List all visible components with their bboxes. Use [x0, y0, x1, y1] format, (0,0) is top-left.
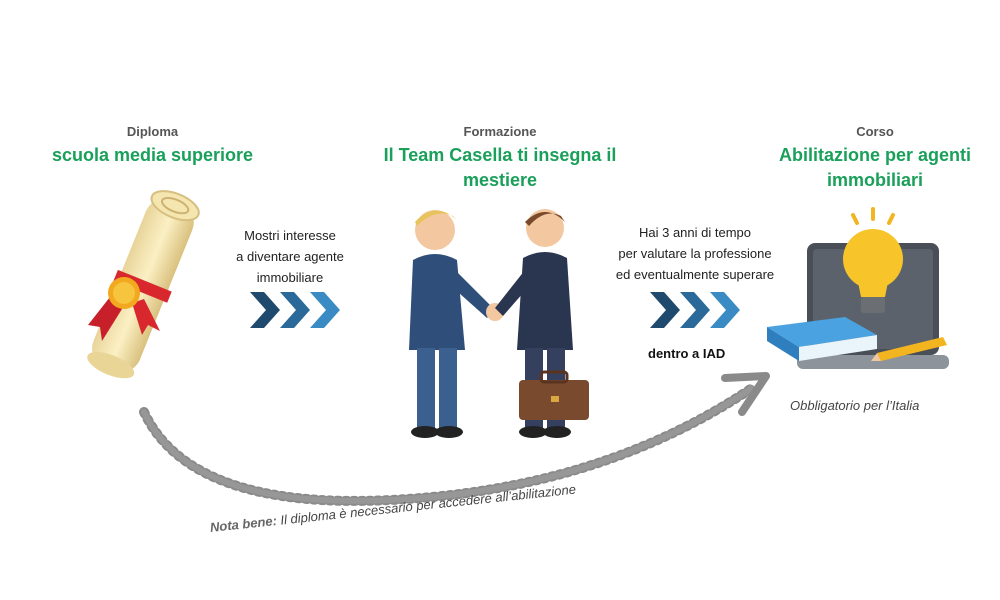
- transition-2-line-3: ed eventualmente superare: [615, 267, 775, 282]
- step-corso: Corso Abilitazione per agenti immobiliar…: [755, 124, 995, 193]
- transition-2-emphasis: dentro a IAD: [648, 346, 726, 361]
- transition-2-text: Hai 3 anni di tempo per valutare la prof…: [590, 222, 800, 285]
- transition-2-line-1: Hai 3 anni di tempo: [638, 225, 751, 240]
- step-diploma-title: scuola media superiore: [51, 145, 254, 165]
- transition-1-text: Mostri interesse a diventare agente immo…: [210, 225, 370, 288]
- step-formazione: Formazione Il Team Casella ti insegna il…: [360, 124, 640, 193]
- diploma-scroll-icon: [87, 190, 200, 379]
- transition-1-line-2: a diventare agente: [236, 249, 344, 264]
- step-corso-label: Corso: [856, 124, 894, 139]
- step-formazione-label: Formazione: [463, 124, 537, 139]
- curved-arrow-icon: [139, 372, 770, 506]
- chevron-arrows-icon: [250, 292, 340, 328]
- step-formazione-title: Il Team Casella ti insegna il mestiere: [383, 145, 617, 190]
- step-diploma: Diploma scuola media superiore: [20, 124, 285, 168]
- course-note: Obbligatorio per l’Italia: [790, 398, 920, 413]
- transition-1-line-3: immobiliare: [256, 270, 324, 285]
- chevron-arrows-icon: [650, 292, 740, 328]
- transition-1-line-1: Mostri interesse: [244, 228, 336, 243]
- handshake-people-icon: [409, 209, 589, 438]
- step-corso-title: Abilitazione per agenti immobiliari: [778, 145, 972, 190]
- step-diploma-label: Diploma: [126, 124, 179, 139]
- transition-2-line-2: per valutare la professione: [618, 246, 772, 261]
- laptop-book-lightbulb-icon: [767, 207, 949, 369]
